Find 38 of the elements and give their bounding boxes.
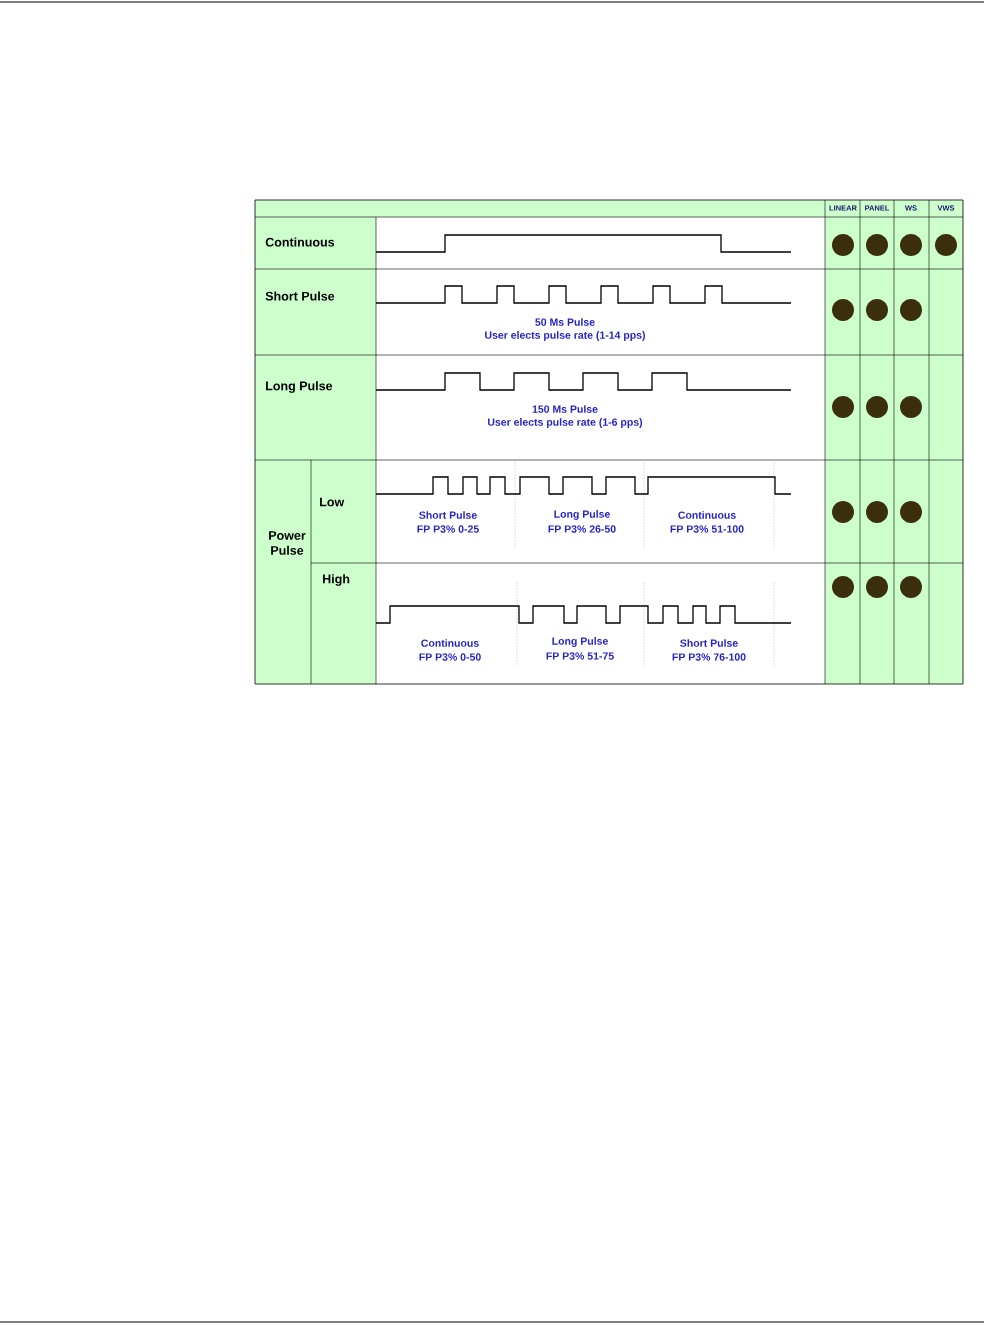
row-label: High (323, 574, 350, 586)
waveform-caption: 150 Ms Pulse (532, 405, 598, 413)
row-label: Power Pulse (269, 531, 306, 555)
filled-dot (866, 299, 888, 321)
row-label: Short Pulse (265, 291, 335, 301)
row-label: Long Pulse (266, 381, 333, 393)
waveform-caption: User elects pulse rate (1-14 pps) (485, 331, 645, 341)
filled-dot (832, 576, 854, 598)
filled-dot (866, 501, 888, 523)
waveform-caption: FP P3% 26-50 (548, 525, 616, 533)
filled-dot (866, 576, 888, 598)
waveform-caption: FP P3% 0-50 (419, 653, 481, 661)
row-label: Continuous (265, 237, 335, 247)
waveform-caption: 50 Ms Pulse (535, 318, 595, 326)
waveform-caption: FP P3% 51-75 (546, 652, 614, 660)
filled-dot (900, 299, 922, 321)
waveform-caption: User elects pulse rate (1-6 pps) (488, 418, 643, 428)
waveform-caption: Long Pulse (554, 510, 610, 520)
waveform-caption: FP P3% 0-25 (417, 525, 479, 533)
waveform-caption: Long Pulse (552, 637, 608, 647)
row-label: Low (320, 497, 345, 507)
filled-dot (866, 396, 888, 418)
filled-dot (935, 234, 957, 256)
filled-dot (866, 234, 888, 256)
waveform-caption: Continuous (678, 511, 736, 519)
filled-dot (832, 234, 854, 256)
filled-dot (832, 299, 854, 321)
waveform-caption: FP P3% 51-100 (670, 525, 744, 533)
waveform-caption: FP P3% 76-100 (672, 653, 746, 661)
filled-dot (832, 396, 854, 418)
waveform-caption: Short Pulse (419, 511, 477, 519)
filled-dot (900, 576, 922, 598)
filled-dot (900, 234, 922, 256)
waveform-caption: Continuous (421, 639, 479, 647)
filled-dot (900, 396, 922, 418)
waveform-caption: Short Pulse (680, 639, 738, 647)
filled-dot (900, 501, 922, 523)
filled-dot (832, 501, 854, 523)
